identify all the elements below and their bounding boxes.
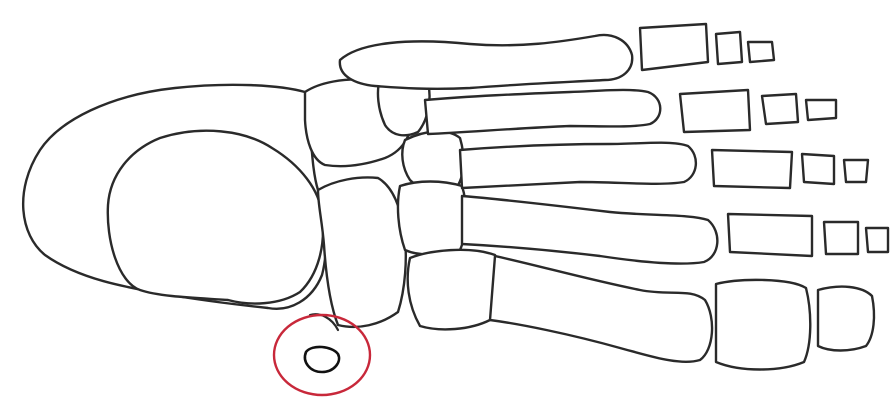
proximal-phalanx-5 [716, 280, 810, 370]
metatarsal-3 [460, 143, 696, 188]
metatarsal-4 [462, 196, 717, 264]
proximal-phalanx-2 [680, 90, 750, 132]
distal-phalanx-2 [806, 100, 836, 120]
cuboid [318, 178, 406, 327]
proximal-phalanx-3 [712, 150, 792, 188]
distal-phalanx-5 [818, 287, 874, 351]
middle-phalanx-2 [762, 94, 798, 124]
middle-phalanx-3 [802, 154, 834, 184]
base-fifth-metatarsal [408, 250, 501, 330]
accessory-ossicle [305, 347, 339, 372]
proximal-phalanx-4 [728, 214, 812, 256]
tip-phalanx-1 [748, 42, 774, 62]
metatarsal-5 [490, 256, 712, 362]
distal-phalanx-1 [716, 32, 742, 64]
middle-phalanx-4 [824, 222, 858, 254]
distal-phalanx-4 [866, 228, 888, 252]
lateral-cuneiform [398, 182, 466, 255]
metatarsal-2 [425, 90, 660, 134]
proximal-phalanx-1 [640, 24, 708, 70]
distal-phalanx-3 [844, 160, 868, 182]
metatarsal-1 [340, 35, 632, 89]
